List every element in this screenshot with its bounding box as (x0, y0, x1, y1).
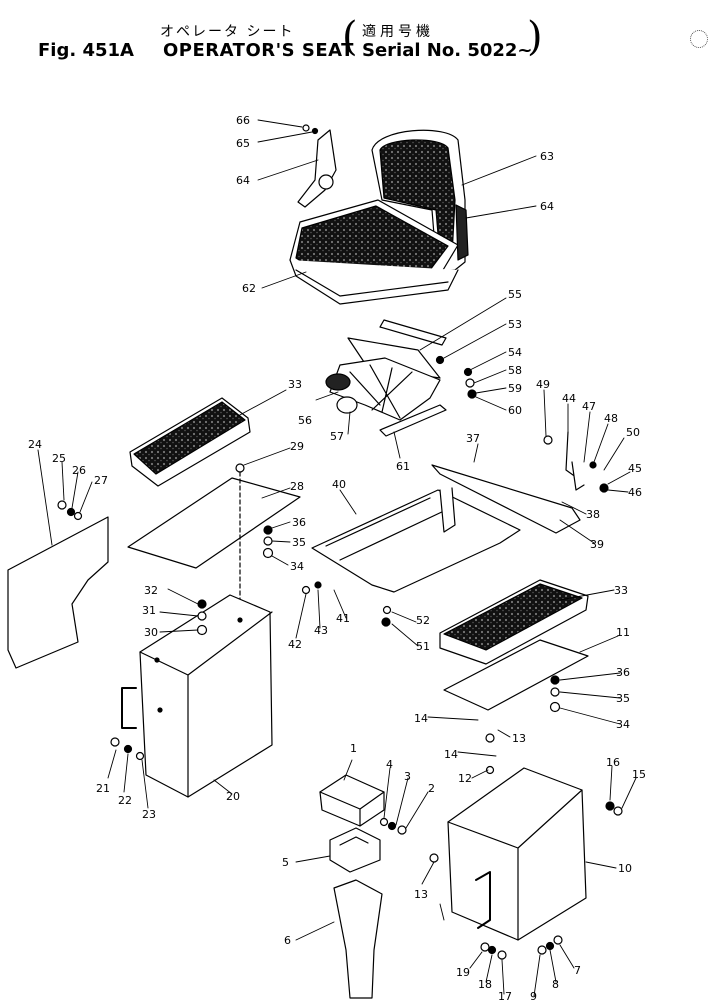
callout-17: 17 (498, 990, 512, 1003)
figure-number: Fig. 451A (38, 40, 134, 61)
accessory-parts (319, 774, 385, 999)
callout-49: 49 (536, 378, 550, 391)
callout-60: 60 (508, 404, 522, 417)
callout-55: 55 (508, 288, 522, 301)
callout-29: 29 (290, 440, 304, 453)
callout-34: 34 (616, 718, 630, 731)
plate-11 (443, 639, 589, 711)
callout-19: 19 (456, 966, 470, 979)
callout-25: 25 (52, 452, 66, 465)
callout-39: 39 (590, 538, 604, 551)
callout-28: 28 (290, 480, 304, 493)
callout-11: 11 (616, 626, 630, 639)
storage-box-10 (447, 767, 587, 941)
callout-27: 27 (94, 474, 108, 487)
serial-number-text: Serial No. 5022~ (362, 40, 533, 61)
callout-65: 65 (236, 137, 250, 150)
callout-4: 4 (386, 758, 393, 771)
callout-33: 33 (614, 584, 628, 597)
callout-22: 22 (118, 794, 132, 807)
callout-53: 53 (508, 318, 522, 331)
callout-32: 32 (144, 584, 158, 597)
lever-assembly (543, 431, 609, 493)
callout-35: 35 (616, 692, 630, 705)
side-cover-24 (7, 516, 109, 669)
callout-labels: 66 65 64 63 64 62 55 53 54 58 59 60 56 5… (28, 114, 646, 1003)
callout-48: 48 (604, 412, 618, 425)
callout-54: 54 (508, 346, 522, 359)
callout-2: 2 (428, 782, 435, 795)
callout-38: 38 (586, 508, 600, 521)
serial-japanese-label: 適用号機 (362, 24, 434, 40)
callout-50: 50 (626, 426, 640, 439)
cushion-pad-33-right (439, 579, 589, 665)
callout-5: 5 (282, 856, 289, 869)
callout-7: 7 (574, 964, 581, 977)
callout-15: 15 (632, 768, 646, 781)
storage-box-20 (121, 594, 273, 798)
callout-61: 61 (396, 460, 410, 473)
callout-64: 64 (540, 200, 554, 213)
callout-16: 16 (606, 756, 620, 769)
seat-suspension (325, 319, 477, 437)
callout-20: 20 (226, 790, 240, 803)
rail-37 (431, 464, 581, 534)
callout-64: 64 (236, 174, 250, 187)
callout-31: 31 (142, 604, 156, 617)
callout-9: 9 (530, 990, 537, 1003)
callout-10: 10 (618, 862, 632, 875)
callout-46: 46 (628, 486, 642, 499)
callout-40: 40 (332, 478, 346, 491)
callout-14: 14 (444, 748, 458, 761)
callout-13: 13 (414, 888, 428, 901)
callout-18: 18 (478, 978, 492, 991)
japanese-title: オペレータ シート (160, 24, 295, 40)
callout-56: 56 (298, 414, 312, 427)
callout-52: 52 (416, 614, 430, 627)
callout-58: 58 (508, 364, 522, 377)
callout-66: 66 (236, 114, 250, 127)
callout-51: 51 (416, 640, 430, 653)
floor-plate-40 (311, 487, 521, 593)
callout-21: 21 (96, 782, 110, 795)
callout-24: 24 (28, 438, 42, 451)
fasteners (57, 500, 623, 960)
callout-26: 26 (72, 464, 86, 477)
callout-13: 13 (512, 732, 526, 745)
callout-57: 57 (330, 430, 344, 443)
callout-36: 36 (616, 666, 630, 679)
plate-28 (127, 477, 301, 569)
callout-36: 36 (292, 516, 306, 529)
callout-62: 62 (242, 282, 256, 295)
paren-open: ( (342, 14, 358, 60)
callout-3: 3 (404, 770, 411, 783)
seat-assembly (289, 124, 469, 305)
callout-35: 35 (292, 536, 306, 549)
callout-8: 8 (552, 978, 559, 991)
callout-43: 43 (314, 624, 328, 637)
callout-34: 34 (290, 560, 304, 573)
callout-63: 63 (540, 150, 554, 163)
callout-14: 14 (414, 712, 428, 725)
callout-41: 41 (336, 612, 350, 625)
callout-47: 47 (582, 400, 596, 413)
callout-44: 44 (562, 392, 576, 405)
callout-42: 42 (288, 638, 302, 651)
callout-37: 37 (466, 432, 480, 445)
callout-12: 12 (458, 772, 472, 785)
cushion-pad-33-upper (129, 397, 251, 487)
callout-33: 33 (288, 378, 302, 391)
callout-23: 23 (142, 808, 156, 821)
callout-30: 30 (144, 626, 158, 639)
callout-1: 1 (350, 742, 357, 755)
callout-45: 45 (628, 462, 642, 475)
callout-6: 6 (284, 934, 291, 947)
callout-59: 59 (508, 382, 522, 395)
paren-close: ) (527, 14, 543, 60)
figure-title: OPERATOR'S SEAT (163, 40, 354, 61)
leader-lines (37, 119, 637, 997)
